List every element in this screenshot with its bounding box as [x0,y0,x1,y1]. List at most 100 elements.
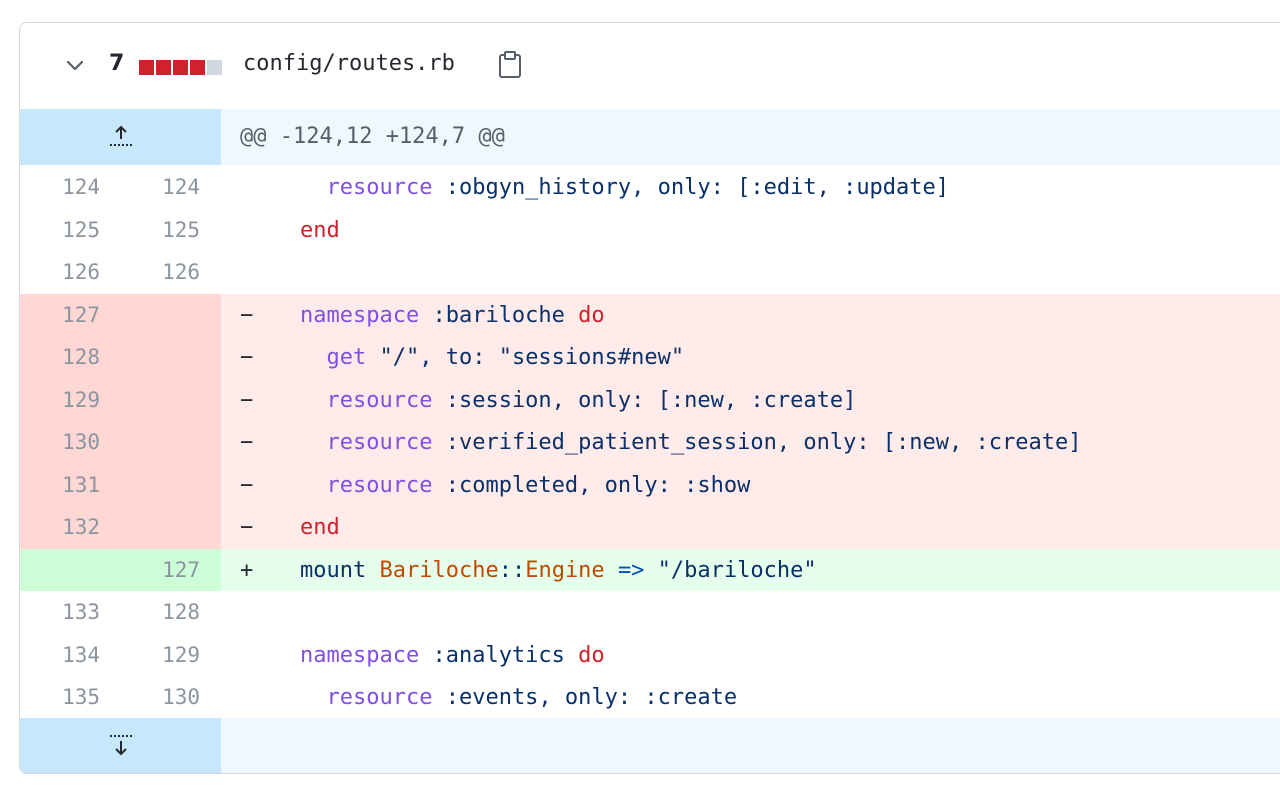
code-token [300,685,327,710]
old-line-number[interactable]: 126 [62,260,100,284]
old-line-number[interactable]: 132 [62,515,100,539]
code-token: get [326,345,367,370]
line-code: − resource :verified_patient_session, on… [221,421,1280,464]
code-token [605,558,618,583]
old-line-number[interactable]: 135 [62,685,100,709]
new-line-number[interactable] [120,379,200,422]
new-line-number[interactable]: 128 [162,600,200,624]
code-token: resource [326,430,433,455]
source-text: end [300,506,340,550]
new-line-number[interactable] [120,506,200,549]
code-token [300,388,327,413]
expand-down-button[interactable] [20,718,221,773]
old-line-number[interactable]: 124 [62,175,100,199]
code-token: resource [326,685,433,710]
source-text: get "/", to: "sessions#new" [300,336,685,380]
new-line-number[interactable]: 127 [162,557,200,582]
hunk-header: @@ -124,12 +124,7 @@ [20,109,1280,165]
line-gutter [20,378,221,421]
code-token: :verified_patient_session, only: [:new, … [432,430,1082,455]
old-line-number[interactable]: 131 [62,472,100,497]
new-line-number[interactable] [120,464,200,507]
new-line-number[interactable]: 130 [162,685,200,709]
new-line-number[interactable]: 126 [162,260,200,284]
line-gutter [20,293,221,336]
diffstat-block [139,60,154,75]
diff-marker: − [240,515,254,540]
new-line-number[interactable] [120,294,200,337]
code-token: namespace [300,302,420,328]
old-line-number[interactable]: 130 [62,430,100,454]
line-code: − resource :completed, only: :show [221,463,1280,508]
source-text: resource :completed, only: :show [300,464,751,508]
diff-line-ctx: 134 129 namespace :analytics do [20,633,1280,678]
diff-marker: − [240,387,254,413]
diffstat [139,60,222,76]
source-text: namespace :analytics do [300,634,605,678]
diff-line-del: 130 − resource :verified_patient_session,… [20,421,1280,464]
code-token: => [617,557,645,583]
line-code: +mount Bariloche::Engine => "/bariloche" [221,548,1280,591]
line-gutter [20,548,221,591]
code-token: end [300,217,340,243]
diff-marker: − [240,302,254,328]
code-token: :: [498,557,526,583]
new-line-number[interactable] [120,421,200,464]
old-line-number[interactable]: 134 [62,642,100,667]
diff-line-del: 132 − end [20,506,1280,549]
line-code: resource :obgyn_history, only: [:edit, :… [221,166,1280,209]
diffstat-block [156,60,171,75]
code-token: :obgyn_history, only: [:edit, :update] [432,175,950,200]
chevron-down-icon[interactable] [64,54,86,76]
diffstat-block [207,60,222,75]
line-gutter [20,251,221,294]
diffstat-block [190,60,205,75]
diff-line-ctx: 135 130 resource :events, only: :create [20,676,1280,719]
old-line-number[interactable]: 125 [62,217,100,242]
line-gutter [20,166,221,209]
diff-line-del: 129 − resource :session, only: [:new, :cr… [20,378,1280,423]
source-text: resource :session, only: [:new, :create] [300,379,857,423]
code-token: Bariloche [379,557,499,583]
line-gutter [20,336,221,379]
diff-marker: − [240,472,254,498]
code-token [300,430,327,455]
diff-file: 7 config/routes.rb @@ -124,12 +124,7 @@ … [19,22,1280,774]
code-token: "/bariloche" [644,557,817,583]
line-code [221,591,1280,634]
new-line-number[interactable]: 125 [162,217,200,242]
diff-line-del: 128 − get "/", to: "sessions#new" [20,336,1280,379]
code-token: resource [326,472,433,498]
code-token: end [300,515,340,540]
hunk-range: @@ -124,12 +124,7 @@ [240,124,505,149]
fold-up-icon [110,125,132,146]
line-code: − get "/", to: "sessions#new" [221,336,1280,379]
old-line-number[interactable]: 129 [62,387,100,412]
fold-down-icon [110,735,132,756]
new-line-number[interactable]: 124 [162,175,200,199]
code-token: :completed, only: :show [432,472,751,498]
diff-line-ctx: 124 124 resource :obgyn_history, only: [:… [20,166,1280,209]
clipboard-icon[interactable] [498,51,522,79]
code-token: Engine [525,557,605,583]
old-line-number[interactable]: 127 [62,302,100,327]
old-line-number[interactable]: 128 [62,345,100,369]
expand-down-row [20,718,1280,773]
file-name[interactable]: config/routes.rb [243,51,455,76]
code-token [300,175,327,200]
line-code: − end [221,506,1280,549]
diff-line-add: 127 +mount Bariloche::Engine => "/bariloc… [20,548,1280,592]
expand-up-button[interactable] [20,109,221,165]
code-token: mount [300,557,380,583]
new-line-number[interactable]: 129 [162,642,200,667]
line-gutter [20,506,221,549]
old-line-number[interactable]: 133 [62,600,100,624]
line-code: resource :events, only: :create [221,676,1280,719]
source-text: end [300,209,340,253]
old-line-number[interactable] [20,549,100,592]
code-token: :analytics [419,642,579,668]
code-token: namespace [300,642,420,668]
code-token: "/", to: "sessions#new" [366,345,685,370]
new-line-number[interactable] [120,336,200,379]
code-token: resource [326,387,433,413]
